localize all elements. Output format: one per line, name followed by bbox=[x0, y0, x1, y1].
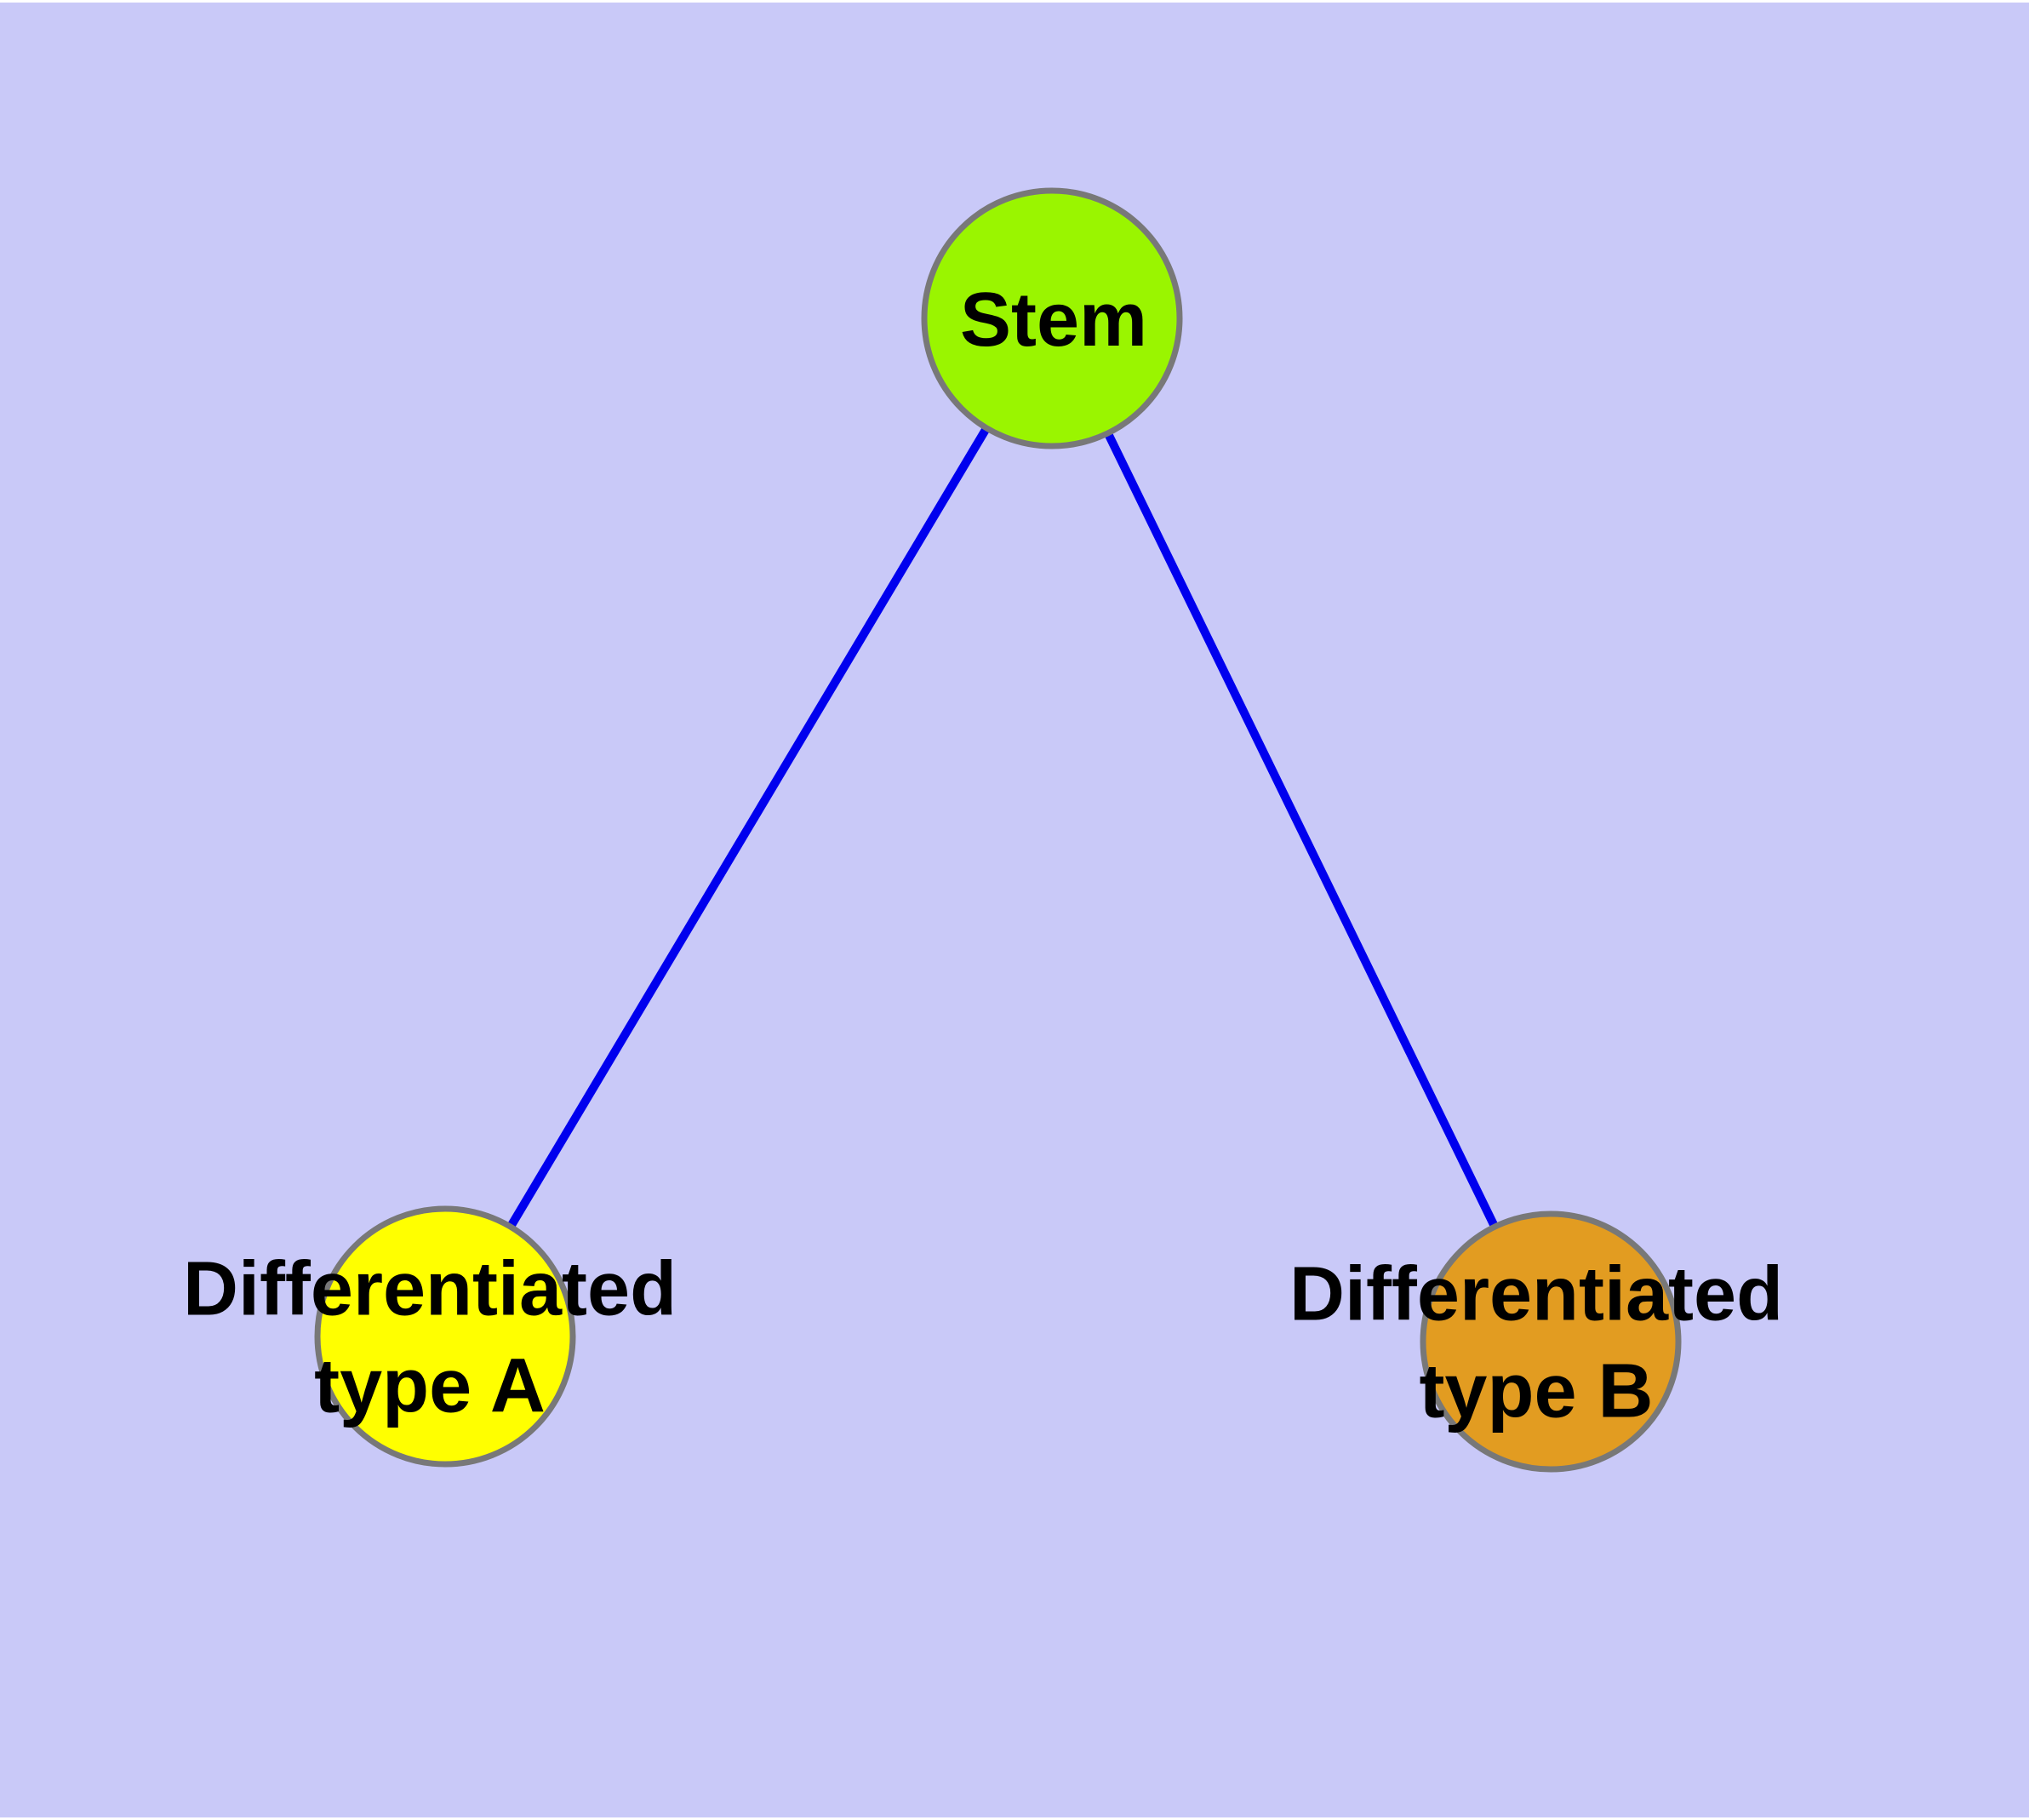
differentiated-type-a-node bbox=[314, 1205, 576, 1468]
edge-stem-to-type-b bbox=[1048, 316, 1555, 1344]
stem-node bbox=[921, 187, 1183, 449]
differentiated-type-a-label: Differentiated type A bbox=[183, 1241, 677, 1436]
differentiated-type-b-label: Differentiated type B bbox=[1289, 1246, 1783, 1441]
type-b-label-line2: type B bbox=[1419, 1349, 1654, 1434]
differentiated-type-b-node bbox=[1420, 1210, 1682, 1473]
stem-label-text: Stem bbox=[959, 277, 1148, 363]
type-a-label-line2: type A bbox=[314, 1344, 546, 1429]
type-b-label-line1: Differentiated bbox=[1289, 1251, 1784, 1337]
edge-stem-to-type-a bbox=[441, 316, 1056, 1339]
stem-node-label: Stem bbox=[960, 272, 1147, 369]
type-a-label-line1: Differentiated bbox=[182, 1246, 677, 1332]
